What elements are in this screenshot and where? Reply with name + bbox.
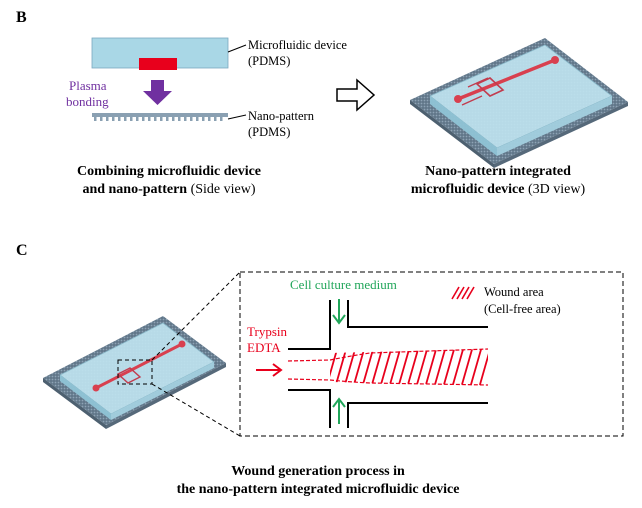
trypsin-arrow-icon	[256, 363, 283, 377]
wound-hatch-line	[352, 349, 366, 385]
nano-pillar	[202, 117, 205, 121]
nano-pillar	[100, 117, 103, 121]
zoom-region-box	[117, 359, 153, 385]
wound-boundary-bottom	[287, 378, 489, 386]
nano-pillar	[148, 117, 151, 121]
bonding-label-line1: Plasma	[69, 78, 107, 93]
caption-left-line2: and nano-pattern (Side view)	[82, 182, 255, 197]
wound-hatch-line	[397, 349, 411, 385]
channel-cross-section	[139, 58, 177, 70]
trypsin-label-line1: Trypsin	[247, 324, 287, 339]
nano-pillar	[178, 117, 181, 121]
wound-legend-line1: Wound area	[484, 285, 544, 299]
nano-pillar	[142, 117, 145, 121]
nano-pillar	[106, 117, 109, 121]
medium-label: Cell culture medium	[290, 277, 397, 292]
nano-label-line1: Nano-pattern	[248, 109, 315, 123]
nano-pillar	[124, 117, 127, 121]
nano-label-line2: (PDMS)	[248, 125, 290, 139]
channel-walls	[288, 300, 488, 428]
wound-hatch-line	[330, 349, 339, 385]
panel-b-letter: B	[16, 9, 27, 26]
wound-legend-swatch	[451, 286, 475, 300]
nano-pillar	[172, 117, 175, 121]
caption-left-line1: Combining microfluidic device	[77, 164, 261, 179]
nano-pillar	[190, 117, 193, 121]
wound-hatch-line	[370, 349, 384, 385]
caption-right-line1: Nano-pattern integrated	[425, 164, 571, 179]
wound-hatch-line	[424, 349, 438, 385]
wound-hatch-line	[469, 349, 483, 385]
nano-pillar	[118, 117, 121, 121]
device-label-line2: (PDMS)	[248, 54, 290, 68]
wound-hatch-line	[451, 349, 465, 385]
nano-pillar	[184, 117, 187, 121]
caption-c-line2: the nano-pattern integrated microfluidic…	[177, 482, 460, 497]
wound-boundary-top	[287, 348, 489, 362]
trypsin-label-line2: EDTA	[247, 340, 281, 355]
wound-hatch-line	[478, 349, 488, 385]
nano-leader-line	[227, 114, 247, 120]
device-3d-view	[410, 38, 628, 168]
wound-hatch-line	[442, 349, 456, 385]
nano-pillar	[130, 117, 133, 121]
wound-hatch-line	[388, 349, 402, 385]
nano-pillar	[196, 117, 199, 121]
nano-pillar	[214, 117, 217, 121]
nano-pillar	[154, 117, 157, 121]
nano-pillar	[94, 117, 97, 121]
nano-pillar	[166, 117, 169, 121]
bonding-label-line2: bonding	[66, 94, 109, 109]
device-label-line1: Microfluidic device	[248, 38, 347, 52]
bonding-arrow-icon	[143, 80, 172, 105]
wound-hatch-line	[433, 349, 447, 385]
zoom-detail-box	[239, 271, 624, 437]
nano-pattern-strip	[92, 113, 228, 121]
wound-hatch-line	[379, 349, 393, 385]
nano-pillar	[112, 117, 115, 121]
wound-hatch-fill	[330, 349, 488, 385]
caption-right-line2: microfluidic device (3D view)	[411, 182, 586, 197]
medium-arrow-up-icon	[332, 397, 346, 424]
wound-hatch-line	[460, 349, 474, 385]
panel-c-letter: C	[16, 242, 28, 259]
zoom-line-bottom	[151, 383, 241, 437]
medium-arrow-down-icon	[332, 299, 346, 325]
device-leader-line	[227, 44, 247, 53]
wound-hatch-line	[406, 349, 420, 385]
wound-legend-line2: (Cell-free area)	[484, 302, 561, 316]
hollow-arrow-icon	[336, 78, 376, 112]
nano-pillar	[208, 117, 211, 121]
caption-c-line1: Wound generation process in	[231, 464, 405, 479]
device-3d-small	[43, 316, 226, 429]
nano-pillar	[136, 117, 139, 121]
wound-hatch-line	[415, 349, 429, 385]
nano-pillar	[220, 117, 223, 121]
nano-pillar	[160, 117, 163, 121]
wound-hatch-line	[361, 349, 375, 385]
wound-hatch-line	[343, 349, 357, 385]
wound-hatch-line	[334, 349, 348, 385]
